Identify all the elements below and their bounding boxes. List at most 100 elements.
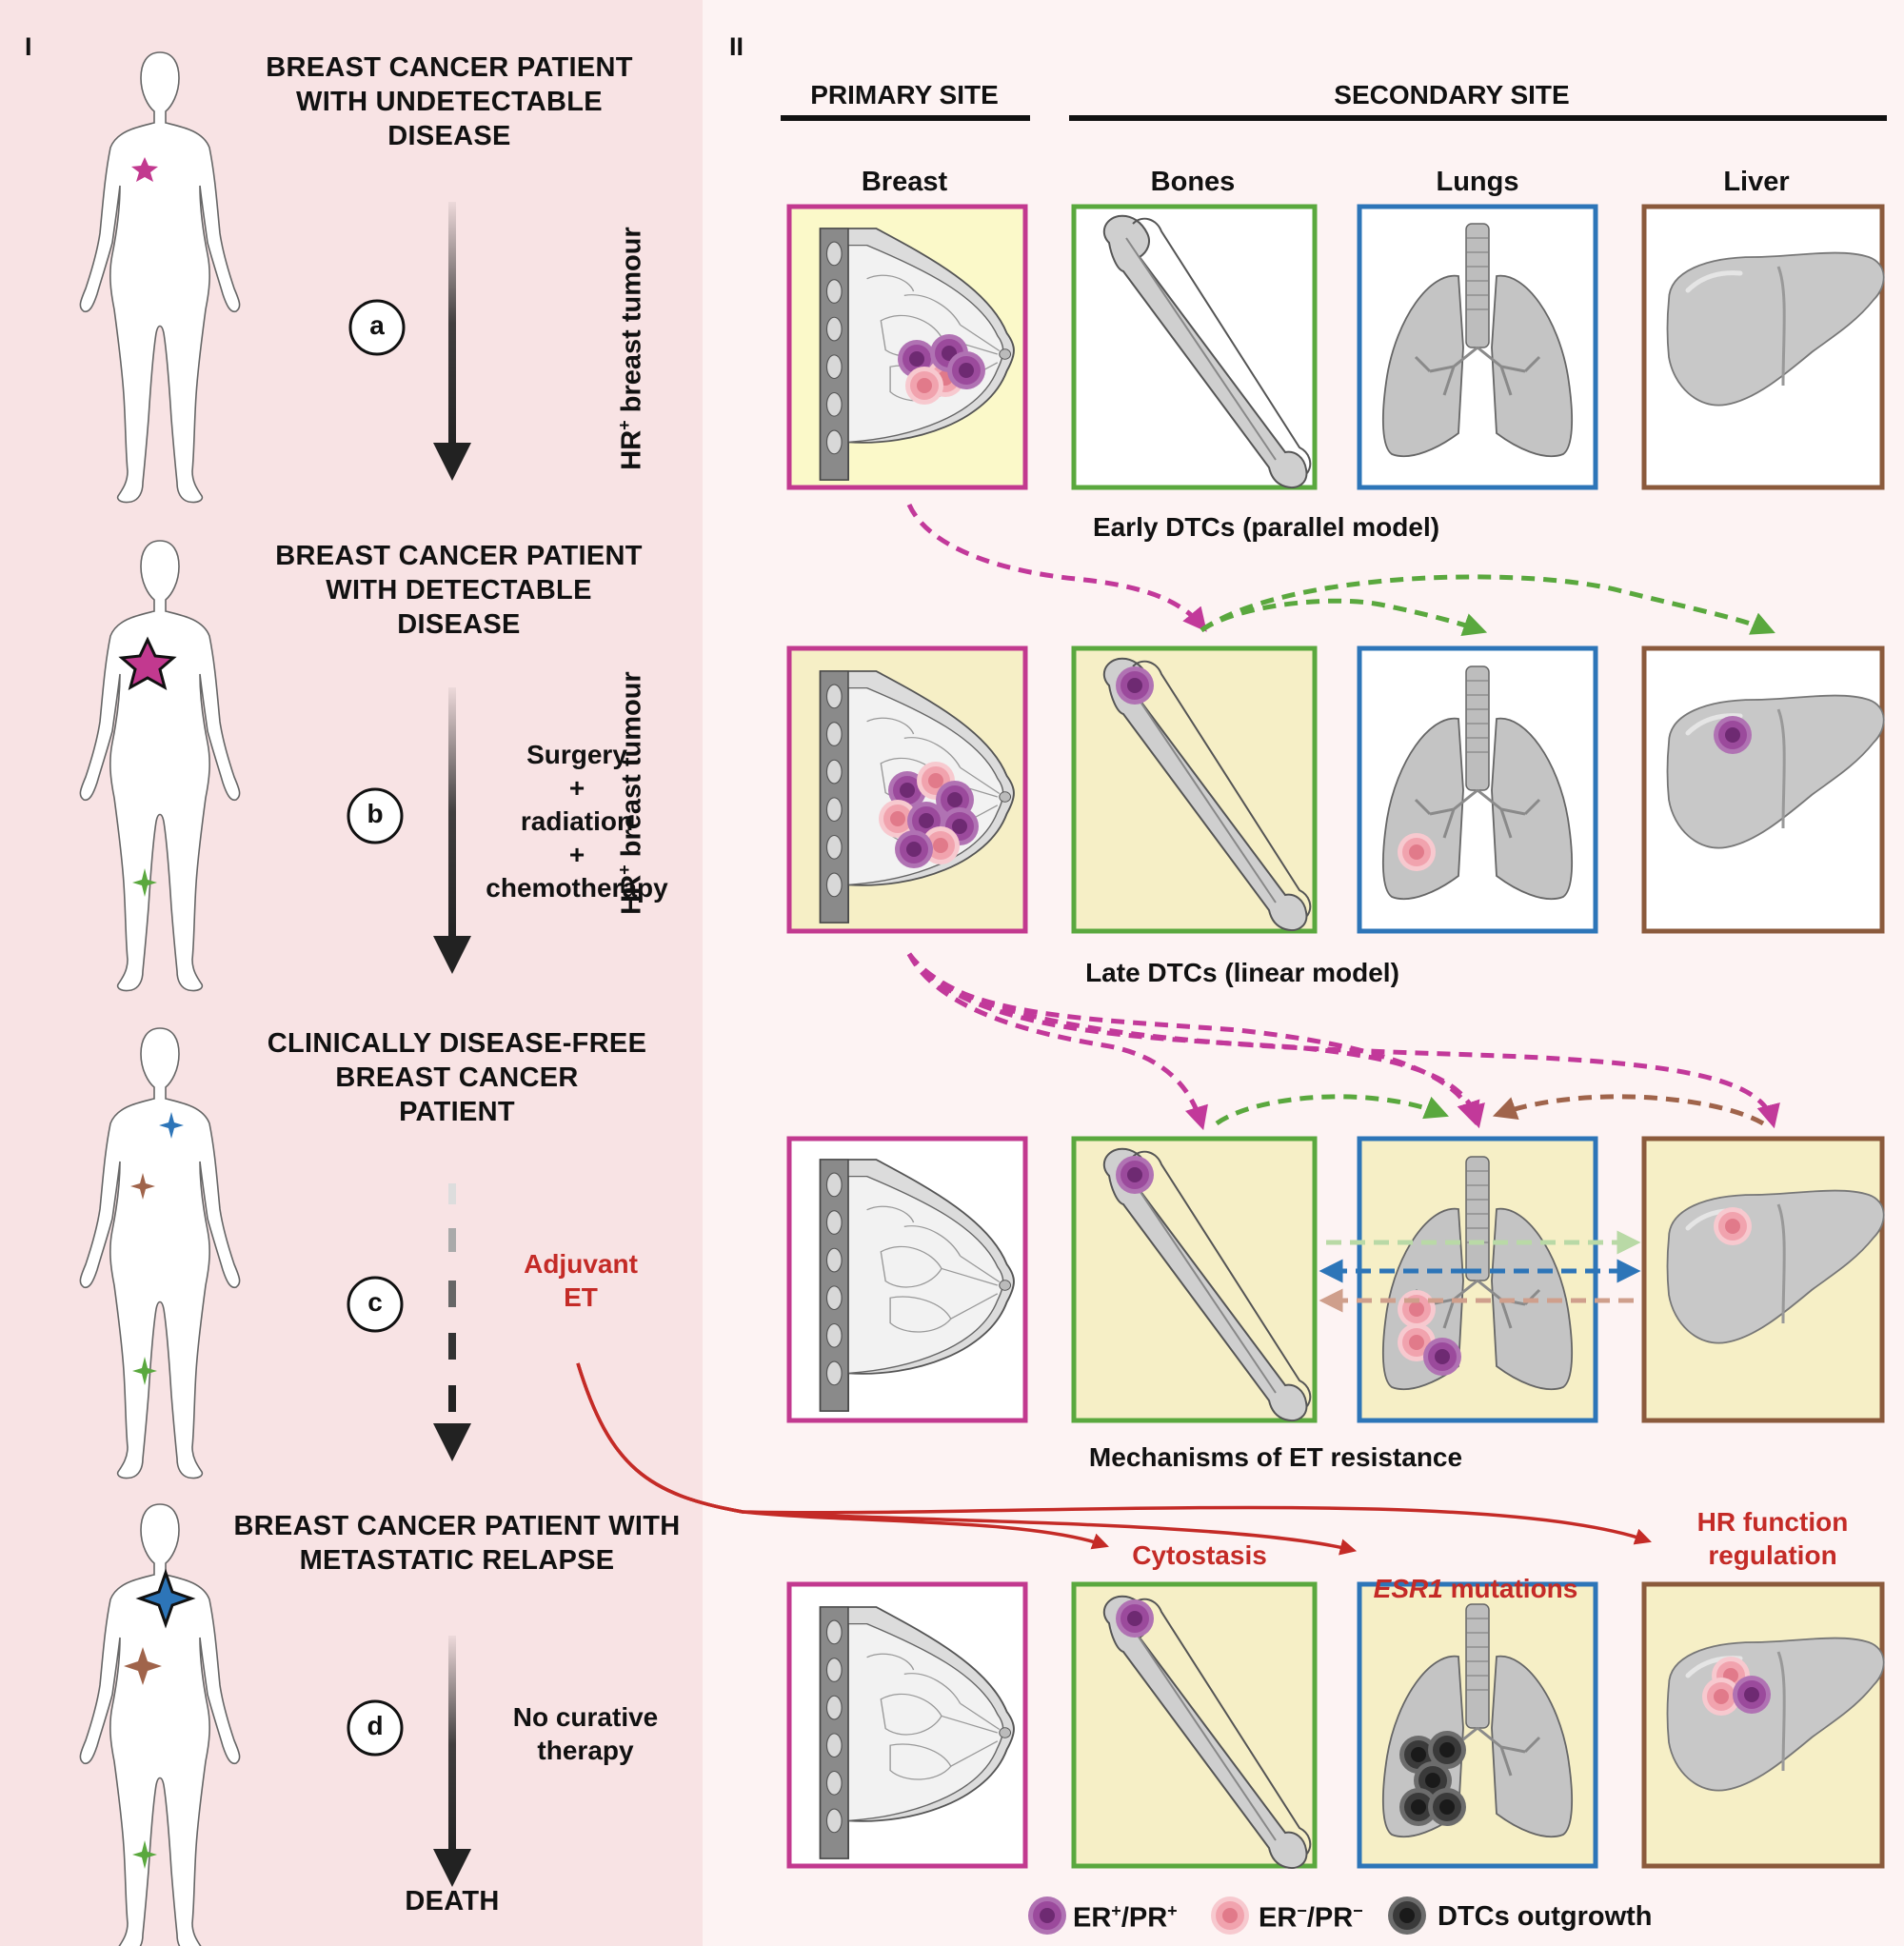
arrow-d-shaft — [448, 1636, 456, 1853]
legend-er-pos-pr: /PR — [1121, 1902, 1168, 1934]
step-label-b: b — [367, 799, 384, 828]
row3-bones-box — [1071, 1136, 1318, 1423]
step-circle-a — [348, 299, 406, 356]
step-label-a: a — [369, 310, 385, 340]
row4-liver-box — [1641, 1581, 1884, 1869]
row-label-sup: + — [615, 864, 634, 875]
row-label-rest: breast tumour — [616, 671, 647, 865]
legend-swatch-er-pos — [1028, 1896, 1066, 1935]
organ-label-breast: Breast — [861, 167, 948, 197]
arrow-d-head — [433, 1849, 471, 1887]
end-label-death: DEATH — [405, 1886, 500, 1916]
treatment-note-d: No curative therapy — [512, 1702, 659, 1765]
row2-lungs-box — [1357, 645, 1598, 934]
step-label-c: c — [367, 1287, 383, 1317]
legend-swatch-dtc-outgrowth — [1388, 1896, 1426, 1935]
bones-to-lungs-arrow — [1215, 1094, 1449, 1126]
arrow-a-head — [433, 443, 471, 481]
treatment-note-c: Adjuvant ET — [524, 1249, 638, 1312]
secondary-site-header: SECONDARY SITE — [1334, 80, 1570, 109]
legend-er-pos: ER+/PR+ — [1073, 1901, 1178, 1935]
late-dtc-arrow-to-liver — [906, 952, 1780, 1129]
row-label-sup: + — [615, 420, 634, 430]
row3-breast-box — [786, 1136, 1028, 1423]
et-arrow-hr-function — [576, 1362, 1652, 1545]
legend-er-neg-er: ER — [1259, 1902, 1298, 1934]
step-circle-c — [347, 1276, 404, 1333]
early-dtc-arrow-bones-to-lungs — [1200, 598, 1488, 637]
arrow-c-dashed-shaft — [448, 1183, 456, 1412]
early-dtc-arrow-bones-to-liver — [1200, 574, 1775, 635]
row4-breast-box — [786, 1581, 1028, 1869]
liver-to-lungs-arrow — [1492, 1094, 1765, 1126]
panel-label-ii: II — [729, 32, 744, 61]
legend-er-neg-sup1: − — [1297, 1901, 1307, 1920]
row-label-hr-tumour-2: HR+ breast tumour — [615, 650, 649, 936]
step-circle-d — [347, 1699, 404, 1757]
patient-figure-3 — [79, 1027, 241, 1479]
late-dtcs-label: Late DTCs (linear model) — [1085, 958, 1399, 987]
row4-lungs-box — [1357, 1581, 1598, 1869]
metastasis-star-brown — [124, 1647, 162, 1685]
patient-figure-2 — [79, 540, 241, 992]
esr1-gene-name: ESR1 — [1373, 1573, 1443, 1603]
row-label-rest: breast tumour — [616, 227, 647, 421]
organ-label-liver: Liver — [1723, 167, 1790, 197]
dtc-marker-green-2 — [132, 1357, 157, 1385]
row-label-hr: HR — [616, 874, 647, 915]
row2-breast-box — [786, 645, 1028, 934]
legend-er-neg-pr: /PR — [1306, 1902, 1354, 1934]
patient-figure-4 — [79, 1503, 241, 1946]
early-dtcs-label: Early DTCs (parallel model) — [1092, 512, 1440, 542]
esr1-suffix: mutations — [1442, 1573, 1578, 1603]
organ-label-lungs: Lungs — [1436, 167, 1519, 197]
legend-dtc-outgrowth: DTCs outgrowth — [1438, 1901, 1653, 1933]
panel-label-i: I — [25, 32, 32, 61]
arrow-b-head — [433, 936, 471, 974]
early-dtc-arrow-breast-to-bones — [906, 503, 1207, 632]
mechanism-esr1-mutations: ESR1 mutations — [1352, 1539, 1599, 1605]
legend-er-neg: ER−/PR− — [1259, 1901, 1363, 1935]
step-label-d: d — [367, 1711, 384, 1740]
legend-er-pos-sup2: + — [1167, 1901, 1178, 1920]
row1-liver-box — [1641, 204, 1884, 490]
row4-bones-box — [1071, 1581, 1318, 1870]
row3-liver-box — [1641, 1136, 1884, 1423]
stage-title-2: BREAST CANCER PATIENT WITH DETECTABLE DI… — [275, 541, 643, 640]
late-dtc-arrow-to-bones — [906, 952, 1208, 1131]
dtc-marker-green-3 — [132, 1840, 157, 1869]
row-label-hr: HR — [616, 429, 647, 470]
primary-site-header: PRIMARY SITE — [810, 80, 999, 109]
row1-breast-box — [786, 204, 1028, 490]
organ-label-bones: Bones — [1150, 167, 1236, 197]
stage-title-1: BREAST CANCER PATIENT WITH UNDETECTABLE … — [266, 52, 633, 151]
legend-dtc-outgrowth-label: DTCs outgrowth — [1438, 1901, 1653, 1932]
stage-title-3: CLINICALLY DISEASE-FREE BREAST CANCER PA… — [267, 1028, 647, 1127]
row2-bones-box — [1071, 645, 1318, 934]
legend-er-pos-er: ER — [1073, 1902, 1112, 1934]
treatment-note-b: Surgery + radiation + chemotherapy — [486, 740, 668, 903]
legend-swatch-er-neg — [1211, 1896, 1249, 1935]
legend-er-pos-sup1: + — [1111, 1901, 1121, 1920]
late-dtc-arrow-to-lungs-2 — [906, 952, 1485, 1129]
mechanism-cytostasis: Cytostasis — [1132, 1540, 1267, 1570]
arrow-c-head — [433, 1423, 471, 1461]
mechanism-hr-function-regulation: HR function regulation — [1696, 1507, 1849, 1570]
metastasis-star-blue — [135, 1568, 196, 1629]
tumour-star-large — [118, 636, 177, 691]
patient-figure-1 — [79, 51, 241, 504]
dtc-marker-blue — [159, 1112, 184, 1139]
arrow-b-shaft — [448, 687, 456, 937]
dtc-marker-green-1 — [132, 868, 157, 897]
tumour-star-small — [131, 157, 158, 182]
mechanisms-label: Mechanisms of ET resistance — [1088, 1442, 1463, 1472]
step-circle-b — [347, 787, 404, 844]
stage-title-4: BREAST CANCER PATIENT WITH METASTATIC RE… — [233, 1511, 681, 1576]
row1-bones-box — [1071, 204, 1318, 490]
row2-liver-box — [1641, 645, 1884, 934]
row-label-hr-tumour-1: HR+ breast tumour — [615, 206, 649, 491]
dtc-marker-brown — [130, 1173, 155, 1200]
legend-er-neg-sup2: − — [1353, 1901, 1363, 1920]
